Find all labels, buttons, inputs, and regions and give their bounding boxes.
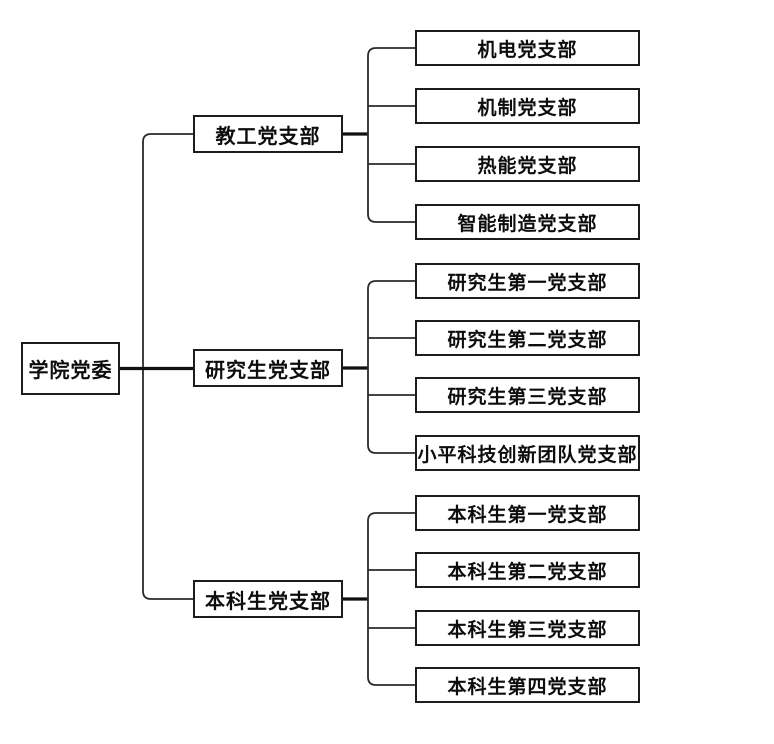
node-leaf-xiaoping-innovation-team: 小平科技创新团队党支部 [415,435,640,471]
node-leaf-undergrad-fourth: 本科生第四党支部 [415,667,640,703]
node-leaf-undergrad-third: 本科生第三党支部 [415,610,640,646]
node-root: 学院党委 [21,342,120,395]
trunk-branch2 [367,280,415,454]
node-leaf-grad-first: 研究生第一党支部 [415,263,640,299]
node-leaf-undergrad-second: 本科生第二党支部 [415,552,640,588]
node-leaf-grad-second: 研究生第二党支部 [415,320,640,356]
node-branch-faculty: 教工党支部 [193,115,343,153]
node-leaf-mechanism: 机制党支部 [415,88,640,124]
node-leaf-undergrad-first: 本科生第一党支部 [415,495,640,531]
node-leaf-thermal: 热能党支部 [415,146,640,182]
trunk-branch3 [367,512,415,686]
node-branch-graduate: 研究生党支部 [193,349,343,387]
node-leaf-mechatronics: 机电党支部 [415,30,640,66]
trunk-branch1 [367,47,415,223]
trunk-level1 [142,133,193,600]
node-leaf-intelligent-manufacturing: 智能制造党支部 [415,204,640,240]
node-leaf-grad-third: 研究生第三党支部 [415,377,640,413]
node-branch-undergraduate: 本科生党支部 [193,580,343,618]
